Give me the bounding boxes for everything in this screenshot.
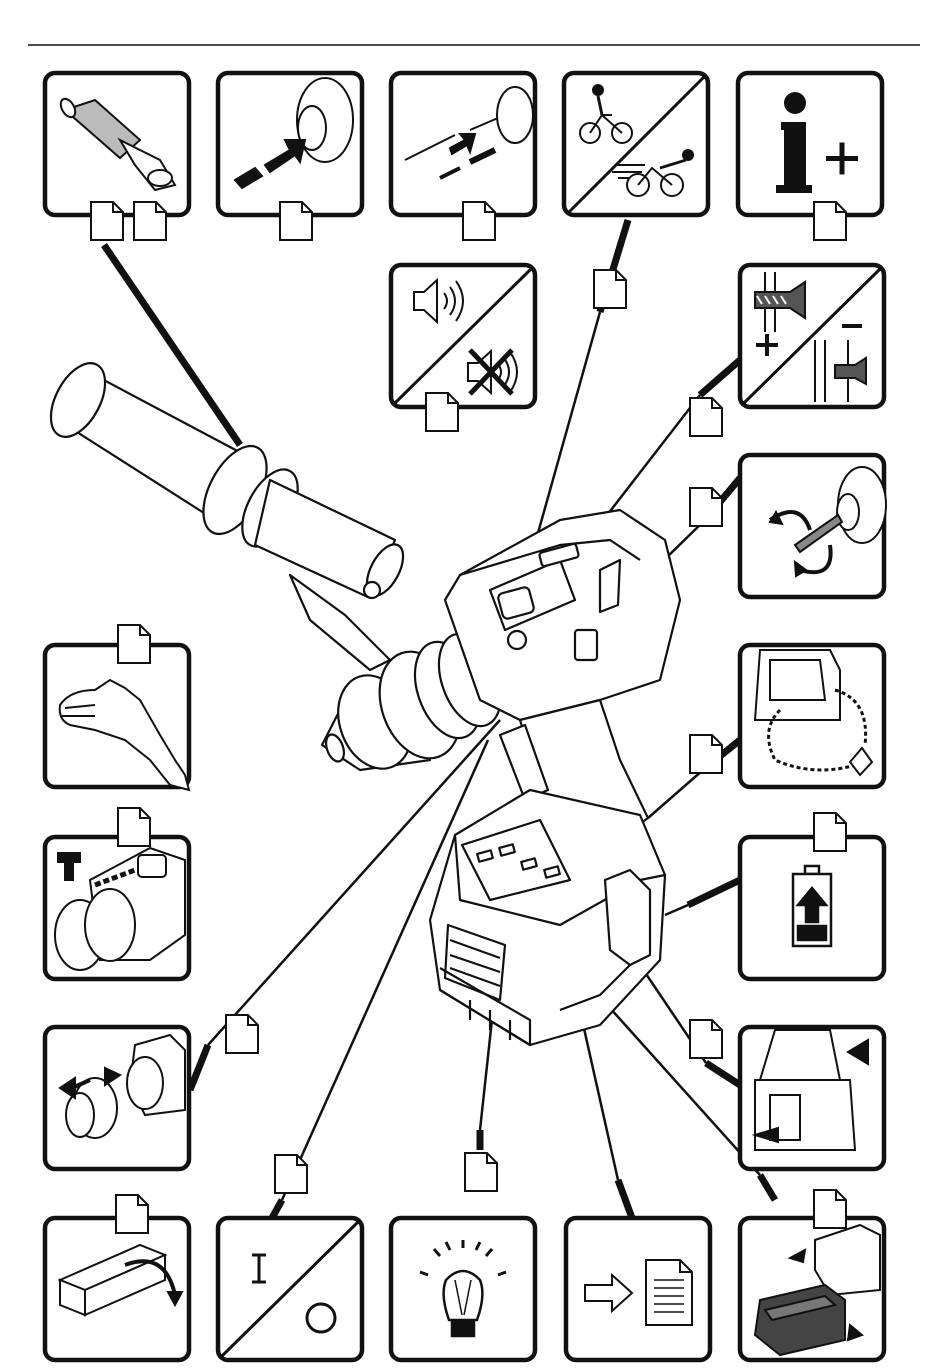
- panel-belt-hook: [690, 1020, 884, 1169]
- document-reference-icon: [465, 1153, 497, 1191]
- document-reference-icon: [426, 393, 458, 431]
- document-reference-icon: [275, 1155, 307, 1193]
- panel-more-info: [738, 73, 882, 240]
- document-reference-icon: [814, 202, 846, 240]
- panel-packaging: [45, 1195, 189, 1360]
- panel-side-handle: [45, 73, 189, 240]
- battery-pack: [430, 790, 665, 1045]
- document-reference-icon: [134, 202, 166, 240]
- document-reference-icon: [594, 270, 626, 308]
- document-reference-icon: [118, 625, 150, 663]
- panel-battery-insert: [740, 1190, 884, 1360]
- panel-battery-charge: [740, 813, 884, 979]
- side-handle-grip: [40, 354, 411, 670]
- document-reference-icon: [690, 1020, 722, 1058]
- battery-charge-icon: [793, 866, 831, 946]
- drill-housing: [445, 510, 680, 720]
- panel-torque-setting: [690, 265, 884, 436]
- document-reference-icon: [226, 1015, 258, 1053]
- panel-bits-and-drills: [391, 73, 535, 240]
- panel-on-off: [218, 1155, 362, 1360]
- panel-rotation-direction: [690, 455, 886, 597]
- panel-hammer-mode: [45, 808, 189, 979]
- document-reference-icon: [690, 488, 722, 526]
- document-reference-icon: [91, 202, 123, 240]
- panel-insert-tool: [218, 73, 362, 240]
- document-reference-icon: [116, 1195, 148, 1233]
- document-reference-icon: [118, 808, 150, 846]
- panel-sound-on-off: [391, 265, 535, 431]
- panel-light: [391, 1153, 535, 1360]
- document-reference-icon: [463, 202, 495, 240]
- document-reference-icon: [814, 1190, 846, 1228]
- panel-speed-selection: [564, 73, 708, 308]
- thin-leader-lines: [208, 312, 760, 1200]
- panel-tool-lanyard: [690, 645, 884, 787]
- document-reference-icon: [690, 735, 722, 773]
- panel-hand-vibration: [45, 625, 189, 790]
- document-reference-icon: [690, 398, 722, 436]
- document-reference-icon: [814, 813, 846, 851]
- panel-see-document: [566, 1218, 710, 1360]
- document-reference-icon: [280, 202, 312, 240]
- panel-chuck-change: [45, 1015, 258, 1169]
